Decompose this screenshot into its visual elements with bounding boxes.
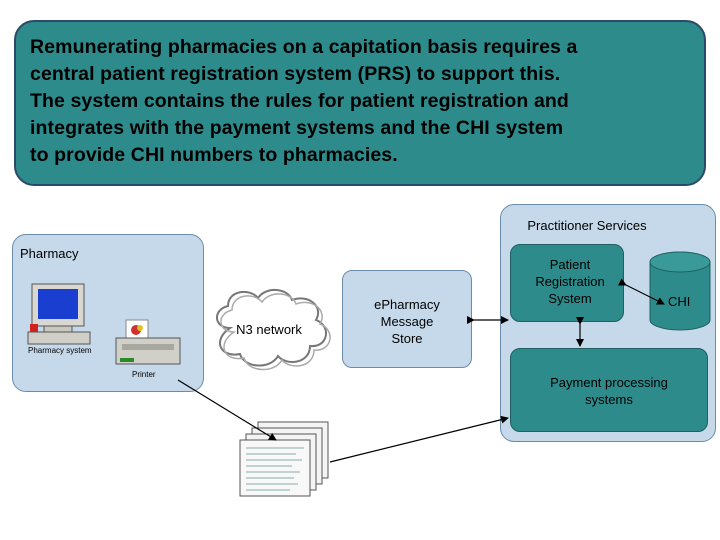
summary-line-4: integrates with the payment systems and … — [30, 117, 564, 139]
summary-line-2: central patient registration system (PRS… — [30, 63, 561, 85]
payment-processing-systems-label: Payment processing systems — [510, 374, 708, 408]
connector-prs-chi — [617, 278, 665, 305]
chi-label: CHI — [668, 294, 691, 309]
payment-line-2: systems — [585, 392, 633, 407]
n3-network-label: N3 network — [236, 322, 302, 337]
prs-line-1: Patient — [549, 257, 591, 272]
epharmacy-line-1: ePharmacy — [374, 297, 440, 312]
pharmacy-label: Pharmacy — [20, 246, 79, 261]
summary-callout — [14, 20, 706, 186]
pharmacy-box — [12, 234, 204, 392]
chi-database-icon — [649, 251, 711, 331]
payment-processing-systems-box — [510, 348, 708, 432]
epharmacy-line-2: Message — [380, 314, 434, 329]
connector-printer-forms — [177, 379, 277, 441]
epharmacy-message-store-label: ePharmacy Message Store — [342, 296, 472, 347]
epharmacy-line-3: Store — [391, 331, 423, 346]
summary-line-3: The system contains the rules for patien… — [30, 90, 569, 112]
paper-forms-icon — [239, 421, 329, 497]
prs-line-3: System — [548, 291, 592, 306]
pharmacy-system-label: Pharmacy system — [28, 346, 92, 355]
printer-label: Printer — [132, 370, 156, 379]
practitioner-services-label: Practitioner Services — [527, 218, 647, 233]
summary-line-5: to provide CHI numbers to pharmacies. — [30, 144, 398, 166]
cloud-icon — [216, 289, 331, 371]
prs-line-2: Registration — [535, 274, 605, 289]
payment-line-1: Payment processing — [550, 375, 668, 390]
connector-forms-payment — [329, 415, 509, 463]
epharmacy-message-store-box — [342, 270, 472, 368]
patient-registration-system-box — [510, 244, 624, 322]
summary-line-1: Remunerating pharmacies on a capitation … — [30, 36, 578, 58]
computer-icon — [27, 283, 91, 345]
summary-text: Remunerating pharmacies on a capitation … — [30, 34, 700, 169]
printer-icon — [115, 319, 181, 365]
patient-registration-system-label: Patient Registration System — [510, 256, 630, 307]
